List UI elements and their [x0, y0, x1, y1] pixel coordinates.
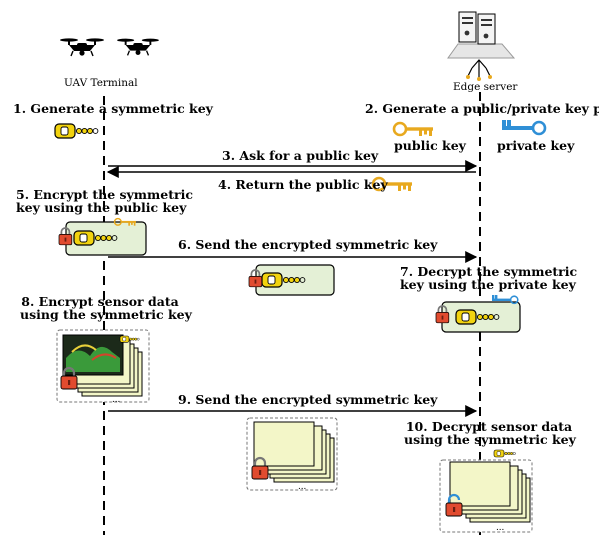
- public-key-icon: [371, 176, 414, 193]
- server-icon: [447, 11, 516, 81]
- public-key-icon: [392, 121, 435, 138]
- document-stack-icon: [246, 417, 338, 491]
- encrypted-key-card: [58, 217, 147, 256]
- document-stack-icon: [56, 329, 150, 403]
- padlock-icon: [445, 493, 463, 517]
- decrypted-key-card: [435, 294, 521, 333]
- drone-icon: [59, 37, 105, 57]
- ellipsis-text: ...: [298, 481, 306, 492]
- ellipsis-text: ...: [112, 394, 120, 405]
- symmetric-key-icon: [493, 449, 516, 458]
- document-stack-icon: [439, 449, 533, 533]
- drone-icon: [116, 38, 160, 57]
- ellipsis-text: ...: [496, 522, 504, 533]
- symmetric-key-icon: [54, 123, 99, 139]
- encrypted-key-card: [248, 264, 335, 296]
- private-key-icon: [500, 118, 547, 136]
